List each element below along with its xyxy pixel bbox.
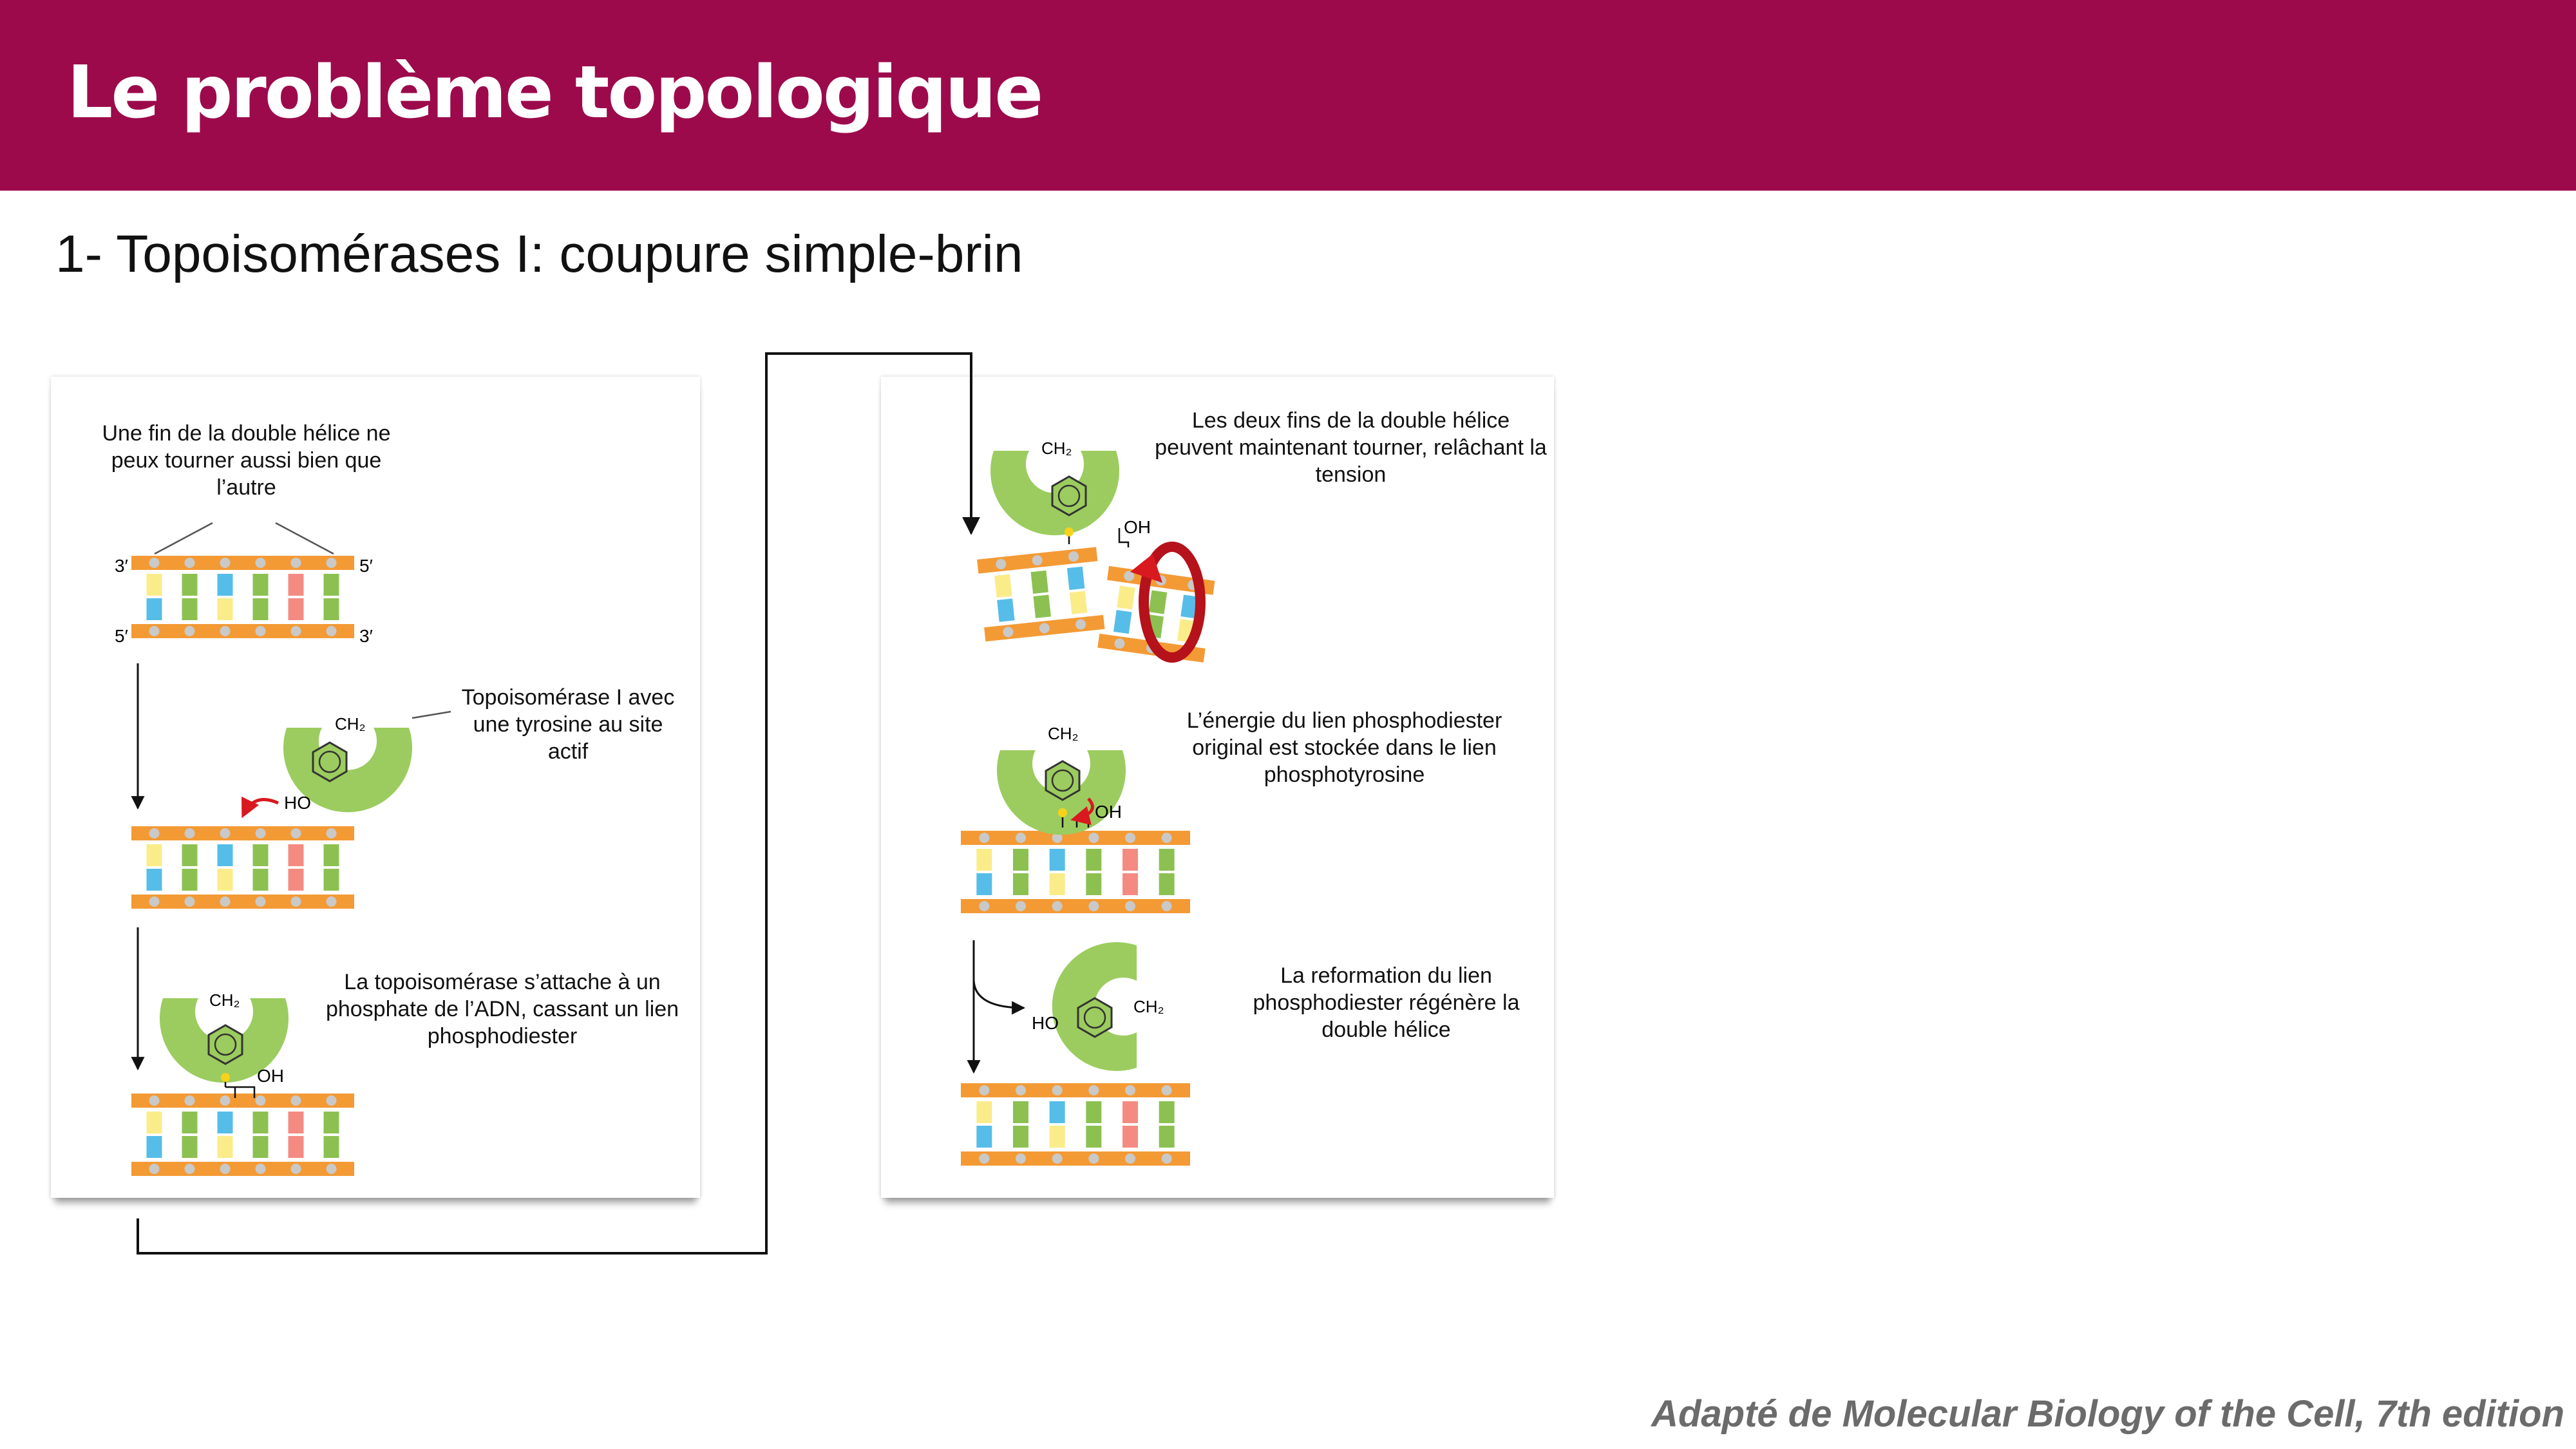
panel-connector-line <box>137 352 980 1255</box>
dna-helix-5-left <box>977 547 1105 642</box>
enzyme-1 <box>283 728 412 813</box>
caption-helix-ends: Une fin de la double hélice ne peux tour… <box>102 421 391 500</box>
label-ch2: CH₂ <box>209 990 240 1010</box>
enzyme-4 <box>997 750 1126 835</box>
dna-helix-2 <box>131 826 354 909</box>
label-ch2: CH₂ <box>335 714 366 734</box>
header-bar: Le problème topologique <box>0 0 2576 191</box>
slide-title: Le problème topologique <box>67 51 1043 135</box>
enzyme-3 <box>990 451 1119 536</box>
rotation-arrow <box>1130 542 1206 663</box>
callout-line <box>412 710 451 719</box>
label-5-prime-bottom-left: 5′ <box>115 626 128 646</box>
right-figure-panel <box>881 377 1554 1198</box>
citation: Adapté de Molecular Biology of the Cell,… <box>1651 1393 2564 1435</box>
callout-line <box>275 522 334 555</box>
dna-helix-3 <box>131 1094 354 1176</box>
label-oh: OH <box>1124 517 1151 537</box>
tyrosine-ring-5 <box>1077 997 1113 1038</box>
caption-topoisomerase: Topoisomérase I avec une tyrosine au sit… <box>461 685 675 764</box>
label-oh: OH <box>257 1066 284 1086</box>
caption-reformation: La reformation du lien phosphodiester ré… <box>1253 963 1520 1042</box>
tyrosine-ring-2 <box>207 1024 243 1065</box>
dna-helix-7 <box>961 1083 1190 1166</box>
caption-energy: L’énergie du lien phosphodiester origina… <box>1186 708 1502 787</box>
label-oh: OH <box>1095 802 1122 822</box>
label-ch2: CH₂ <box>1048 724 1079 743</box>
nucleophilic-attack-arrow <box>242 796 279 819</box>
tyrosine-ring-3 <box>1051 475 1087 516</box>
label-5-prime-top-right: 5′ <box>359 556 373 576</box>
enzyme-5 <box>1052 942 1137 1071</box>
release-arrow <box>972 978 1026 1015</box>
label-ho: HO <box>1032 1013 1059 1033</box>
label-3-prime-top-left: 3′ <box>115 556 128 576</box>
callout-line <box>154 522 213 555</box>
dna-helix-6 <box>961 831 1190 913</box>
label-ho: HO <box>284 793 311 813</box>
label-ch2: CH₂ <box>1133 997 1164 1016</box>
label-3-prime-bottom-right: 3′ <box>359 626 373 646</box>
phosphate-marker <box>221 1073 230 1082</box>
phosphate-marker <box>1065 527 1074 536</box>
slide-subtitle: 1- Topoisomérases I: coupure simple-brin <box>55 225 1023 283</box>
energy-transfer-arrow <box>1070 797 1094 826</box>
caption-attachment: La topoisomérase s’attache à un phosphat… <box>325 970 679 1048</box>
caption-rotation: Les deux fins de la double hélice peuven… <box>1155 408 1547 487</box>
tyrosine-ring-4 <box>1045 760 1081 801</box>
enzyme-2 <box>160 998 289 1083</box>
tyrosine-ring-1 <box>312 741 348 782</box>
phosphate-marker <box>1058 808 1067 817</box>
label-ch2: CH₂ <box>1041 439 1072 458</box>
dna-helix-1 <box>131 556 354 638</box>
